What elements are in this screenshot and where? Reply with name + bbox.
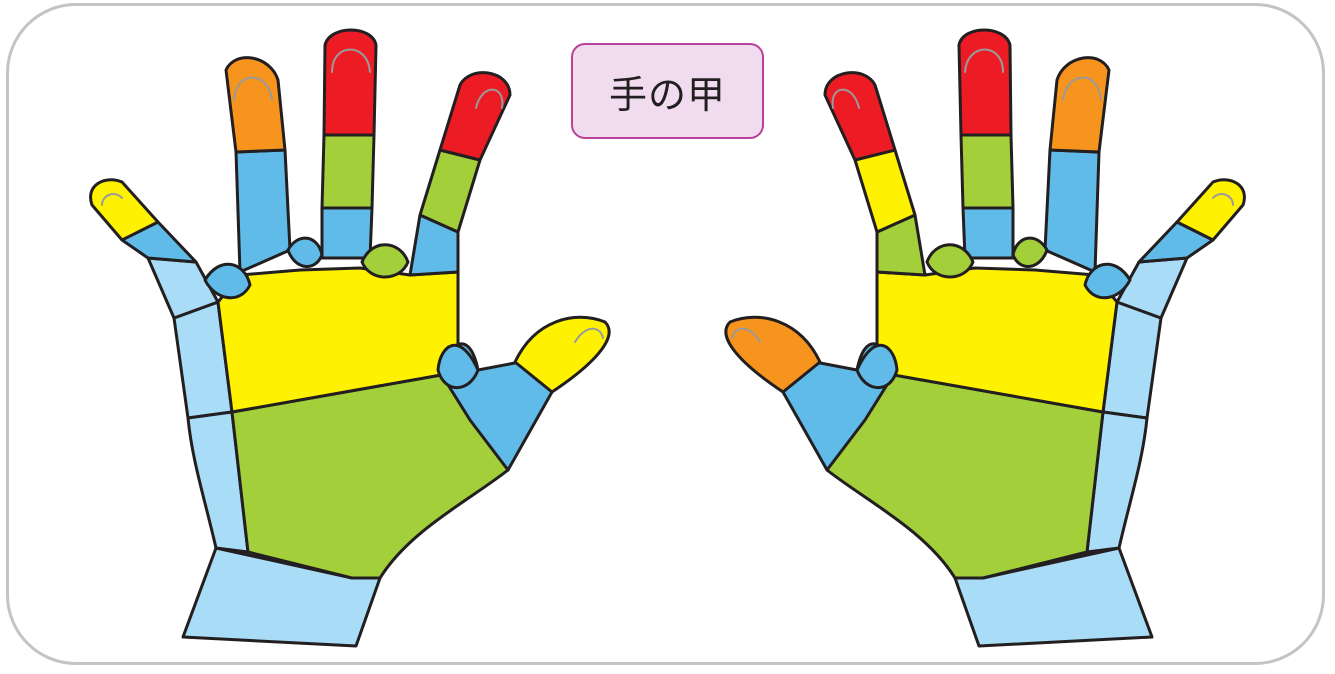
right-knuckle-3 xyxy=(925,243,975,279)
left-hand-lower-zone xyxy=(230,370,510,580)
right-middle-finger-base xyxy=(961,206,1015,260)
title-text: 手の甲 xyxy=(608,72,726,117)
left-ring-finger-base xyxy=(234,148,292,274)
right-hand-edge-lower xyxy=(1085,410,1149,554)
left-index-finger-middle xyxy=(418,148,482,234)
right-knuckle-4 xyxy=(855,344,899,390)
right-index-finger-middle xyxy=(853,148,917,234)
left-ring-finger-tip xyxy=(224,56,287,154)
left-middle-finger-tip xyxy=(322,28,378,137)
right-middle-nail xyxy=(964,48,1004,73)
left-middle-finger-base xyxy=(320,206,374,260)
right-index-nail xyxy=(831,88,860,109)
right-knuckle-2 xyxy=(1011,236,1049,268)
right-index-finger-tip xyxy=(823,71,897,162)
right-hand-lower-zone xyxy=(825,370,1105,580)
left-knuckle-1 xyxy=(203,262,252,300)
right-hand xyxy=(724,28,1246,648)
right-middle-finger-middle xyxy=(959,133,1015,210)
left-little-nail xyxy=(101,193,123,206)
right-little-nail xyxy=(1212,193,1234,206)
left-middle-finger-middle xyxy=(320,133,376,210)
left-thumb-nail xyxy=(574,327,604,343)
right-knuckle-1 xyxy=(1083,262,1132,300)
left-ring-nail xyxy=(233,76,273,101)
left-index-nail xyxy=(475,88,504,109)
left-middle-nail xyxy=(331,48,371,73)
left-thumb-tip xyxy=(513,315,611,394)
right-ring-finger-base xyxy=(1043,148,1101,274)
title-label: 手の甲 xyxy=(571,43,764,139)
left-hand-edge-lower xyxy=(186,410,250,554)
right-ring-nail xyxy=(1062,76,1102,101)
right-ring-finger-tip xyxy=(1048,56,1111,154)
left-hand xyxy=(89,28,611,648)
right-middle-finger-tip xyxy=(957,28,1013,137)
right-thumb-nail xyxy=(731,327,761,343)
left-knuckle-4 xyxy=(436,344,480,390)
left-knuckle-3 xyxy=(360,243,410,279)
left-index-finger-tip xyxy=(438,71,512,162)
left-knuckle-2 xyxy=(286,236,324,268)
right-thumb-tip xyxy=(724,315,822,394)
